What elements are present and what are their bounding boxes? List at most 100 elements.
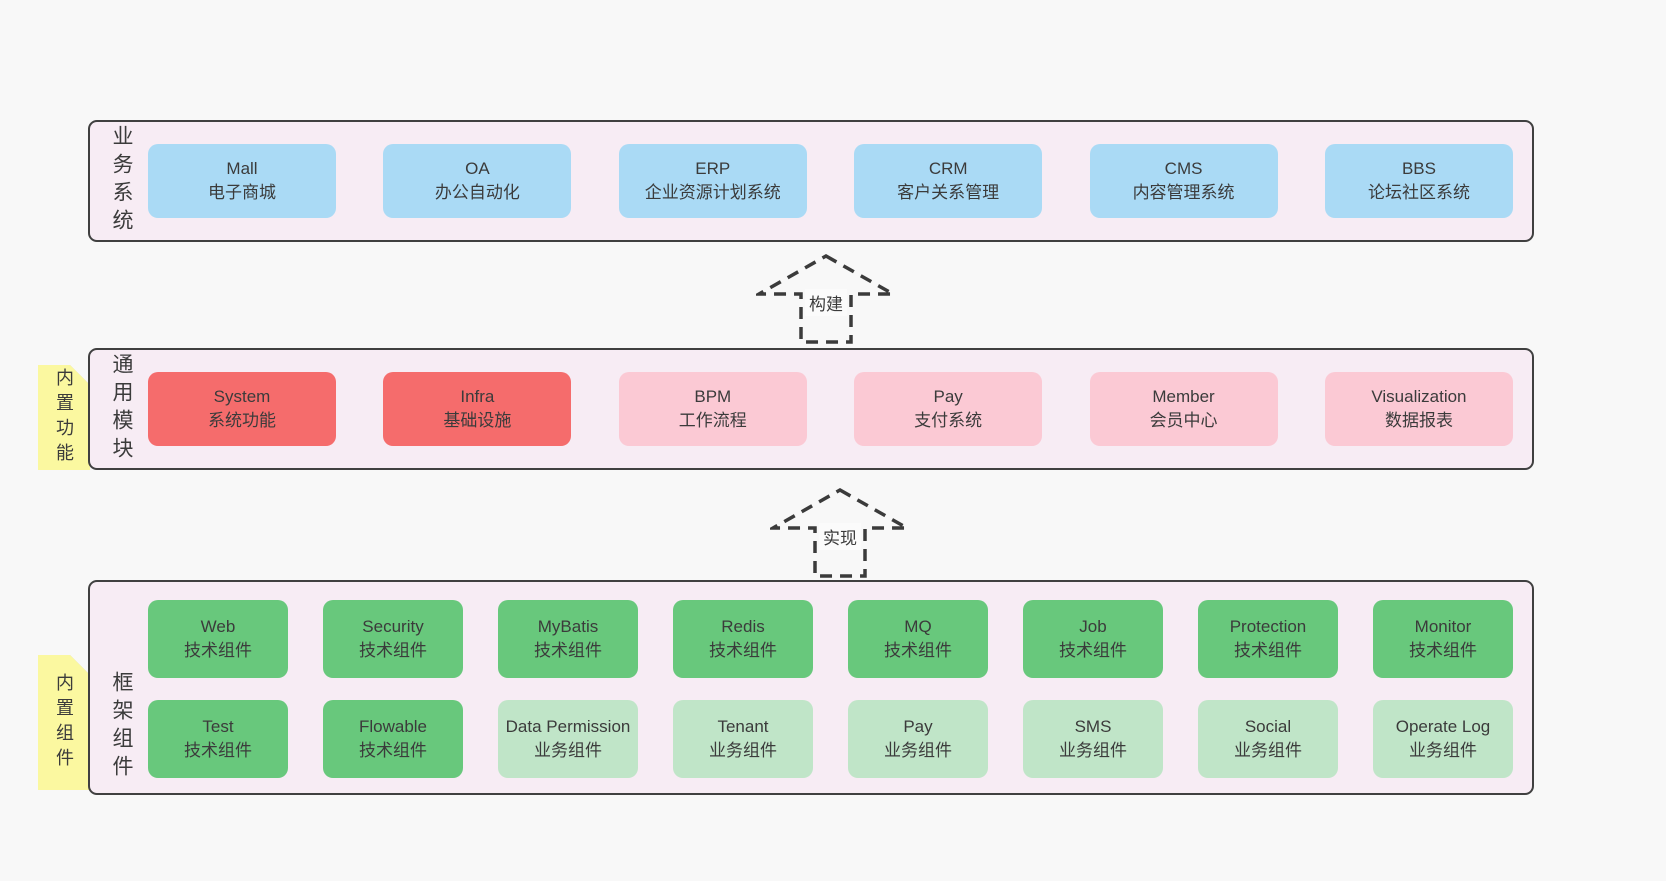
node-title: BBS: [1401, 159, 1436, 178]
node-mq: MQ 技术组件: [848, 599, 988, 678]
node-subtitle: 业务组件: [534, 740, 602, 760]
node-subtitle: 数据报表: [1384, 411, 1453, 430]
node-title: MQ: [904, 616, 932, 636]
node-subtitle: 技术组件: [184, 640, 252, 660]
node-subtitle: 技术组件: [1409, 640, 1477, 660]
node-title: Flowable: [358, 716, 428, 736]
node-bpm: BPM 工作流程: [618, 372, 807, 446]
implement-arrow: 实现: [770, 487, 910, 579]
node-title: Monitor: [1414, 616, 1472, 636]
common-modules-row: System 系统功能 Infra 基础设施 BPM 工作流程 Pay 支付系统 Member 会…: [148, 372, 1513, 446]
business-systems-box-area: Mall 电子商城 OA 办公自动化 ERP 企业资源计划系统 CRM 客户关系管理 CMS 内容…: [146, 122, 1532, 240]
node-sms: SMS 业务组件: [1023, 699, 1163, 778]
node-title: Redis: [721, 616, 765, 636]
node-title: MyBatis: [537, 616, 599, 636]
node-subtitle: 业务组件: [1234, 740, 1302, 760]
node-crm: CRM 客户关系管理: [854, 144, 1043, 218]
implement-arrow-label: 实现: [819, 523, 861, 550]
node-flowable: Flowable 技术组件: [323, 699, 463, 778]
node-title: BPM: [694, 387, 732, 406]
node-subtitle: 系统功能: [208, 411, 276, 430]
node-title: ERP: [695, 159, 731, 178]
node-subtitle: 技术组件: [359, 740, 427, 760]
build-arrow-label: 构建: [805, 289, 847, 316]
layer-framework-components-label: 框架组件: [110, 671, 133, 783]
node-title: OA: [465, 159, 490, 178]
node-subtitle: 技术组件: [884, 640, 952, 660]
node-title: System: [213, 387, 271, 406]
node-subtitle: 业务组件: [709, 740, 777, 760]
node-title: CRM: [928, 159, 968, 178]
node-subtitle: 技术组件: [1059, 640, 1127, 660]
node-title: Operate Log: [1395, 716, 1491, 736]
node-infra: Infra 基础设施: [383, 372, 572, 446]
node-social: Social 业务组件: [1198, 699, 1338, 778]
node-title: Social: [1244, 716, 1292, 736]
node-test: Test 技术组件: [148, 699, 288, 778]
node-title: SMS: [1074, 716, 1112, 736]
node-subtitle: 技术组件: [534, 640, 602, 660]
builtin-components-tag: 内置组件: [38, 655, 90, 790]
layer-common-modules-label: 通用模块: [110, 353, 133, 465]
node-subtitle: 会员中心: [1149, 411, 1218, 430]
layer-common-modules: 通用模块 System 系统功能 Infra 基础设施 BPM 工作流程 Pay 支付系统 Me…: [88, 348, 1534, 470]
node-title: Security: [362, 616, 424, 636]
node-title: Test: [202, 716, 234, 736]
node-web: Web 技术组件: [148, 599, 288, 678]
node-erp: ERP 企业资源计划系统: [618, 144, 807, 218]
node-subtitle: 业务组件: [1409, 740, 1477, 760]
node-subtitle: 电子商城: [208, 183, 276, 202]
node-mybatis: MyBatis 技术组件: [498, 599, 638, 678]
business-systems-row: Mall 电子商城 OA 办公自动化 ERP 企业资源计划系统 CRM 客户关系管理 CMS 内容…: [148, 144, 1513, 218]
node-oa: OA 办公自动化: [383, 144, 572, 218]
node-operate-log: Operate Log 业务组件: [1373, 699, 1513, 778]
layer-business-systems-label: 业务系统: [110, 125, 133, 237]
node-pay: Pay 业务组件: [848, 699, 988, 778]
node-pay: Pay 支付系统: [854, 372, 1043, 446]
node-subtitle: 技术组件: [709, 640, 777, 660]
node-monitor: Monitor 技术组件: [1373, 599, 1513, 678]
node-title: Mall: [226, 159, 258, 178]
node-subtitle: 业务组件: [884, 740, 952, 760]
node-redis: Redis 技术组件: [673, 599, 813, 678]
node-title: CMS: [1164, 159, 1203, 178]
node-subtitle: 技术组件: [359, 640, 427, 660]
node-subtitle: 基础设施: [443, 411, 512, 430]
node-member: Member 会员中心: [1089, 372, 1278, 446]
node-title: Pay: [933, 387, 963, 406]
node-title: Member: [1152, 387, 1215, 406]
node-job: Job 技术组件: [1023, 599, 1163, 678]
node-tenant: Tenant 业务组件: [673, 699, 813, 778]
node-subtitle: 企业资源计划系统: [644, 183, 781, 202]
node-visualization: Visualization 数据报表: [1324, 372, 1513, 446]
node-title: Web: [200, 616, 236, 636]
node-title: Protection: [1229, 616, 1307, 636]
common-modules-box-area: System 系统功能 Infra 基础设施 BPM 工作流程 Pay 支付系统 Member 会…: [146, 350, 1532, 468]
build-arrow: 构建: [756, 253, 896, 345]
node-title: Infra: [460, 387, 495, 406]
node-subtitle: 技术组件: [184, 740, 252, 760]
builtin-features-tag: 内置功能: [38, 365, 90, 470]
node-subtitle: 办公自动化: [434, 183, 520, 202]
node-subtitle: 客户关系管理: [897, 183, 1000, 202]
node-subtitle: 业务组件: [1059, 740, 1127, 760]
node-title: Tenant: [717, 716, 769, 736]
node-data-permission: Data Permission 业务组件: [498, 699, 638, 778]
node-cms: CMS 内容管理系统: [1089, 144, 1278, 218]
node-subtitle: 工作流程: [678, 411, 747, 430]
node-subtitle: 支付系统: [914, 411, 983, 430]
node-subtitle: 内容管理系统: [1132, 183, 1235, 202]
node-system: System 系统功能: [148, 372, 336, 446]
node-mall: Mall 电子商城: [148, 144, 336, 218]
node-subtitle: 技术组件: [1234, 640, 1302, 660]
node-title: Visualization: [1371, 387, 1467, 406]
node-title: Data Permission: [505, 716, 631, 736]
node-title: Pay: [903, 716, 933, 736]
node-title: Job: [1079, 616, 1107, 636]
